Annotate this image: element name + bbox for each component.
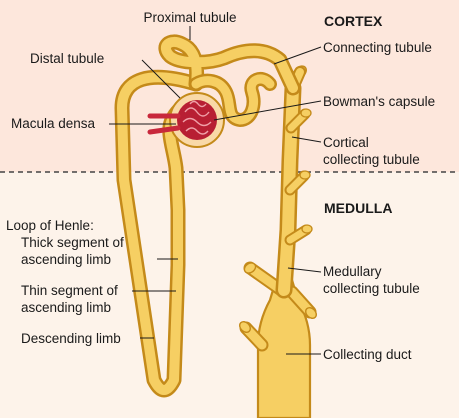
medulla-label: MEDULLA [324, 200, 392, 216]
connecting-tubule-label: Connecting tubule [323, 40, 432, 55]
proximal-tubule-label: Proximal tubule [143, 10, 236, 25]
bowmans-capsule-label: Bowman's capsule [323, 94, 435, 109]
descending-limb-label: Descending limb [21, 331, 121, 346]
cortical-collecting-tubule-label-line2: collecting tubule [323, 152, 420, 167]
thick-segment-label-line1: Thick segment of [21, 235, 124, 250]
loop-of-henle-label: Loop of Henle: [6, 218, 94, 233]
thin-segment-label-line1: Thin segment of [21, 283, 118, 298]
leader-lines [109, 26, 322, 355]
collecting-duct-label: Collecting duct [323, 347, 412, 362]
medullary-collecting-tubule-label-line2: collecting tubule [323, 281, 420, 296]
medullary-collecting-tubule-label-line1: Medullary [323, 264, 382, 279]
thick-segment-label-line2: ascending limb [21, 252, 111, 267]
thin-segment-label-line2: ascending limb [21, 300, 111, 315]
distal-tubule-label: Distal tubule [30, 51, 104, 66]
glomerulus [147, 92, 225, 148]
cortical-collecting-tubule-label-line1: Cortical [323, 135, 369, 150]
macula-densa-label: Macula densa [11, 116, 96, 131]
medulla-region [0, 172, 459, 418]
cortex-label: CORTEX [324, 13, 383, 29]
